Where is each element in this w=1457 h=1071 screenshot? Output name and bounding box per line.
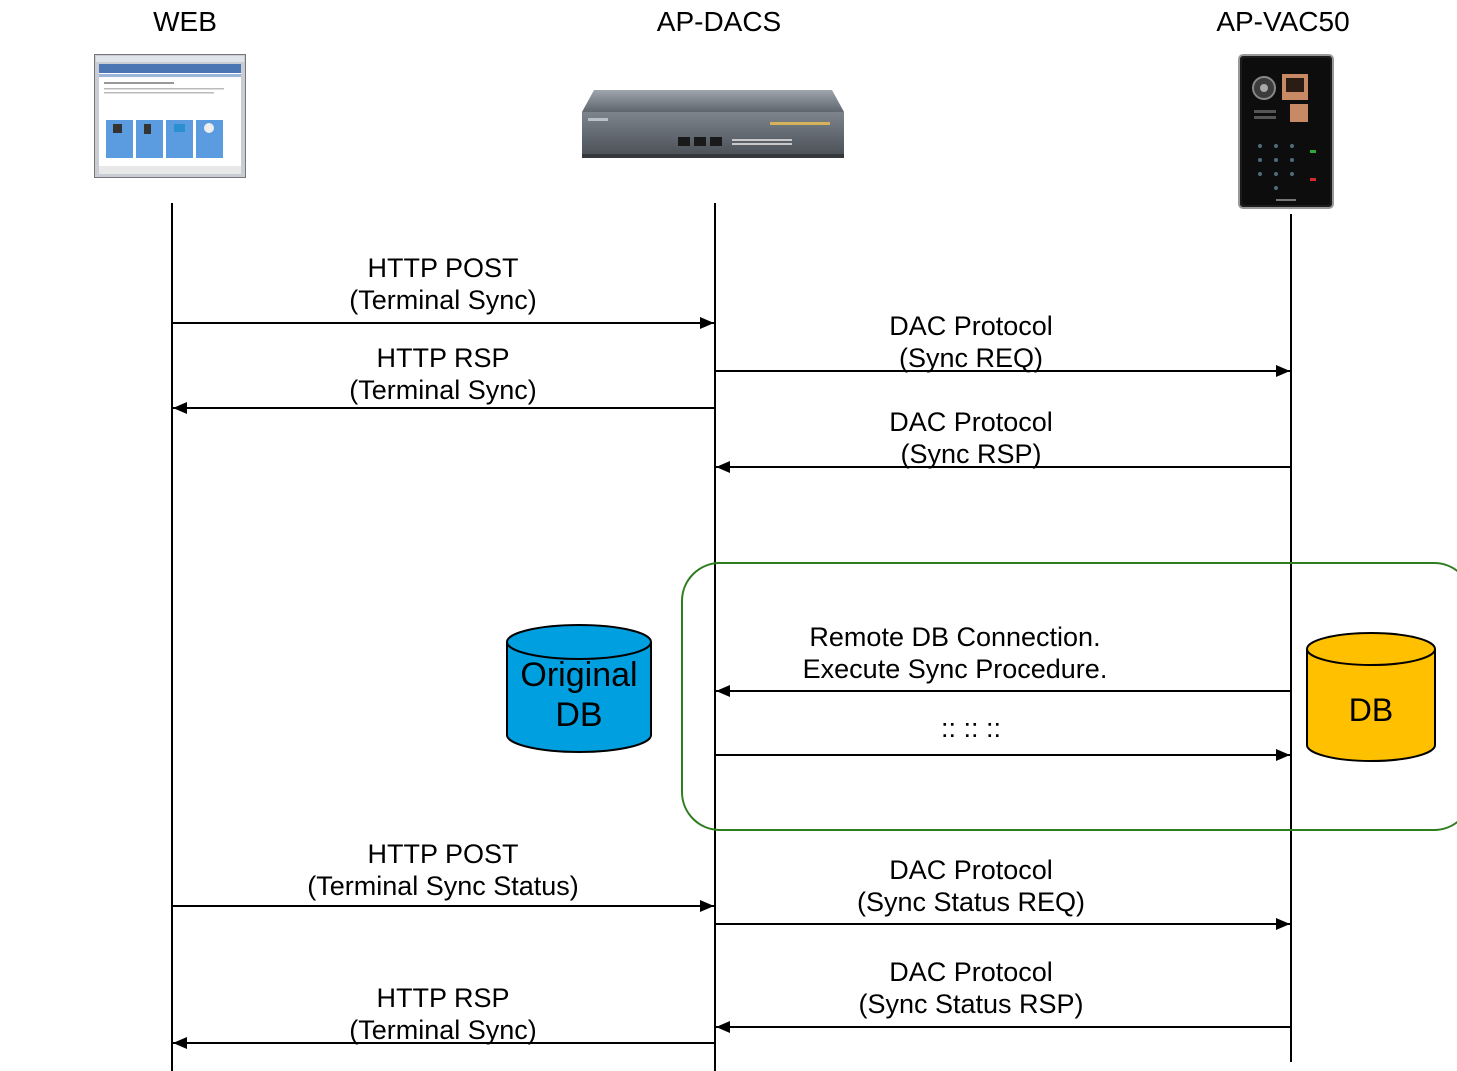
- actor-label-ap-dacs: AP-DACS: [656, 6, 782, 37]
- message-label-dac-sync-status-rsp: DAC Protocol(Sync Status RSP): [858, 957, 1084, 1019]
- browser-window-icon: [94, 54, 246, 178]
- message-label-remote-db-connection: Remote DB Connection.Execute Sync Proced…: [802, 622, 1108, 684]
- message-label-http-rsp-sync: HTTP RSP(Terminal Sync): [349, 343, 537, 405]
- message-label-http-rsp-sync-final: HTTP RSP(Terminal Sync): [349, 983, 537, 1045]
- message-label-http-post-sync: HTTP POST(Terminal Sync): [349, 253, 537, 315]
- actor-label-ap-vac50: AP-VAC50: [1216, 6, 1350, 37]
- message-label-dac-sync-req: DAC Protocol(Sync REQ): [889, 311, 1053, 373]
- original-db-cylinder: [506, 624, 652, 753]
- message-arrows: [172, 317, 1291, 1049]
- message-label-dac-sync-rsp: DAC Protocol(Sync RSP): [889, 407, 1053, 469]
- message-label-ellipsis: :: :: ::: [940, 713, 1001, 743]
- sync-procedure-group: [681, 562, 1457, 831]
- network-server-appliance-icon: [580, 86, 846, 160]
- message-label-dac-sync-status-req: DAC Protocol(Sync Status REQ): [856, 855, 1086, 917]
- message-label-http-post-sync-status: HTTP POST(Terminal Sync Status): [307, 839, 579, 901]
- lifelines: [171, 203, 1292, 1071]
- remote-db-cylinder: [1306, 632, 1436, 762]
- remote-db-label: DB: [1348, 692, 1394, 728]
- actor-label-web: WEB: [153, 6, 217, 37]
- access-control-terminal-icon: [1238, 54, 1334, 209]
